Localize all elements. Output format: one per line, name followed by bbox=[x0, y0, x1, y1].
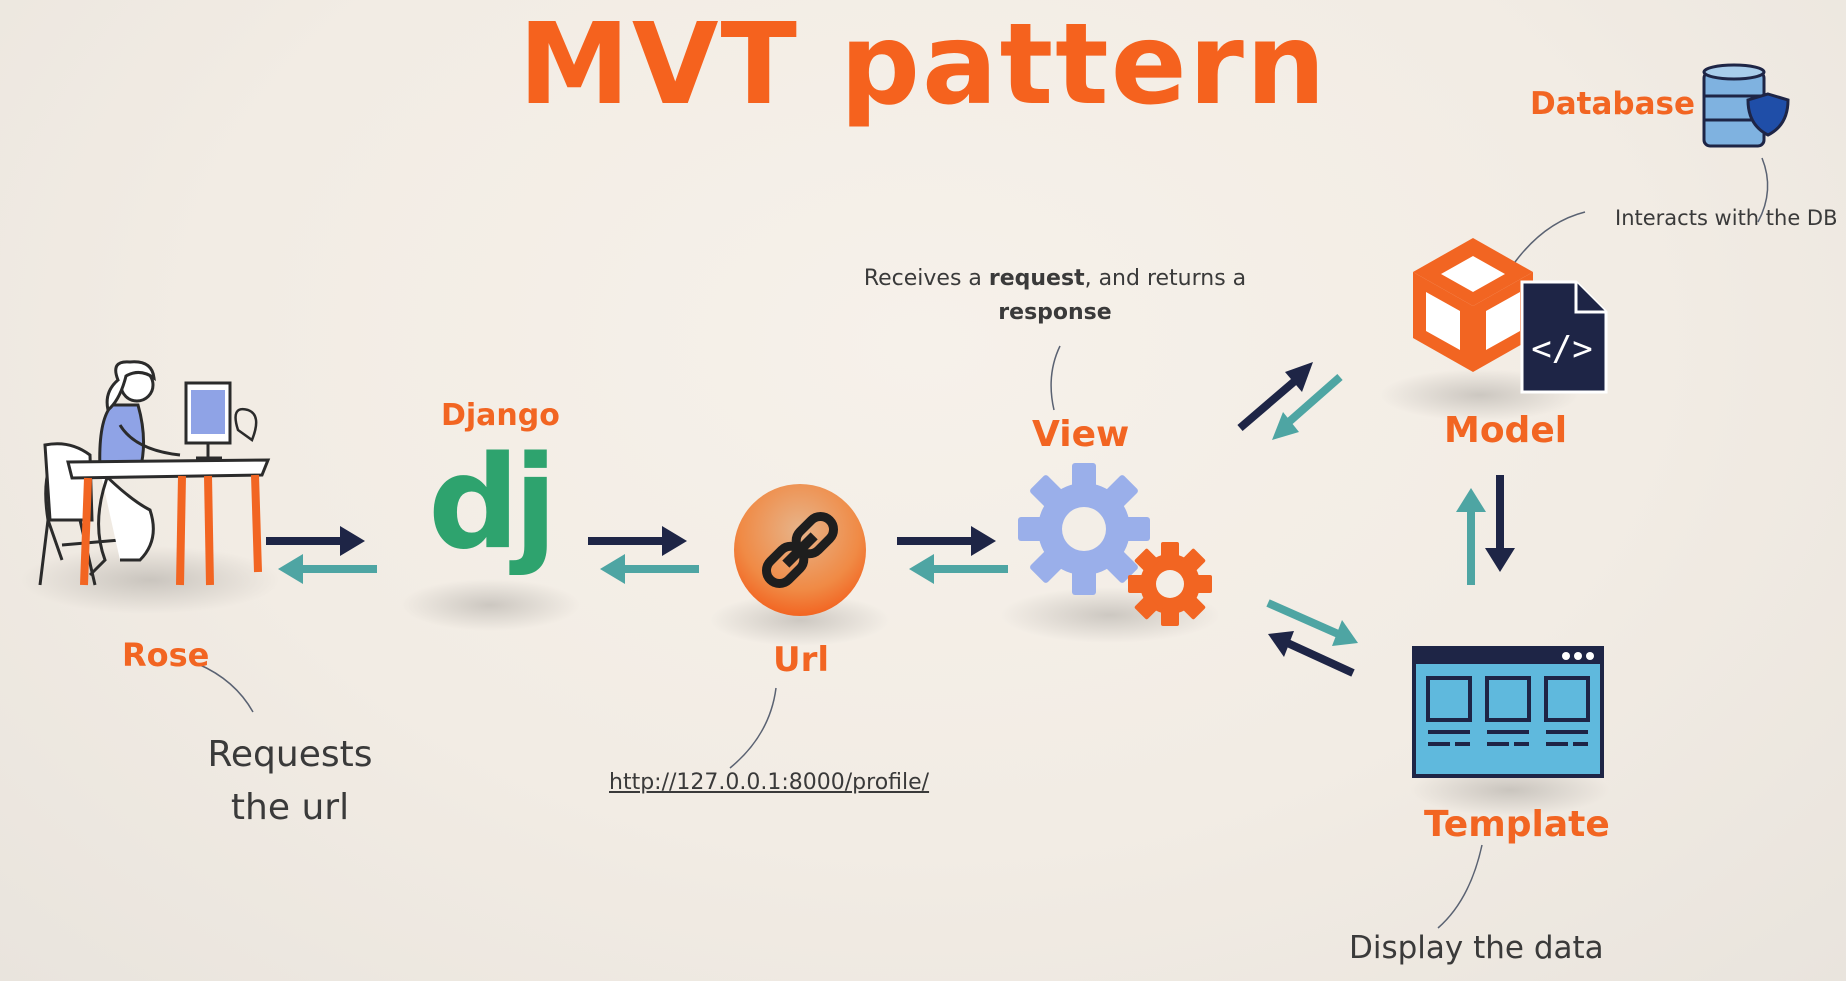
template-window-icon bbox=[1412, 646, 1604, 778]
arrows-view-model bbox=[1237, 362, 1343, 440]
template-label: Template bbox=[1424, 804, 1610, 845]
url-label: Url bbox=[773, 640, 830, 680]
rose-note-line2: the url bbox=[230, 787, 350, 828]
model-label: Model bbox=[1444, 410, 1568, 451]
view-note-bold1: request bbox=[988, 266, 1085, 291]
django-label: Django bbox=[441, 398, 560, 433]
view-note: Receives a request, and returns a respon… bbox=[860, 262, 1250, 330]
link-icon bbox=[734, 484, 866, 616]
database-label: Database bbox=[1530, 86, 1695, 122]
rose-note-line1: Requests bbox=[207, 734, 373, 775]
database-icon bbox=[1702, 63, 1790, 148]
svg-text:</>: </> bbox=[1531, 329, 1592, 369]
view-note-part2: , and returns a bbox=[1084, 266, 1247, 291]
view-label: View bbox=[1032, 414, 1130, 455]
rose-label: Rose bbox=[122, 636, 210, 674]
callout-lines bbox=[197, 157, 1769, 929]
view-note-part1: Receives a bbox=[863, 266, 989, 291]
rose-note: Requests the url bbox=[205, 728, 375, 834]
arrows-rose-django bbox=[266, 526, 377, 584]
url-note: http://127.0.0.1:8000/profile/ bbox=[609, 770, 930, 795]
arrows-url-view bbox=[897, 526, 1008, 584]
person-at-desk-icon bbox=[38, 360, 271, 586]
view-note-bold2: response bbox=[998, 300, 1112, 325]
arrows-view-template bbox=[1266, 599, 1358, 677]
database-note: Interacts with the DB bbox=[1615, 206, 1838, 230]
arrows-model-template bbox=[1456, 475, 1515, 585]
template-note: Display the data bbox=[1349, 930, 1604, 966]
cube-code-icon: </> bbox=[1413, 238, 1608, 394]
arrows-django-url bbox=[588, 526, 699, 584]
gears-icon bbox=[1018, 463, 1212, 626]
django-logo-text: dj bbox=[428, 429, 557, 578]
page-title: MVT pattern bbox=[518, 0, 1328, 130]
